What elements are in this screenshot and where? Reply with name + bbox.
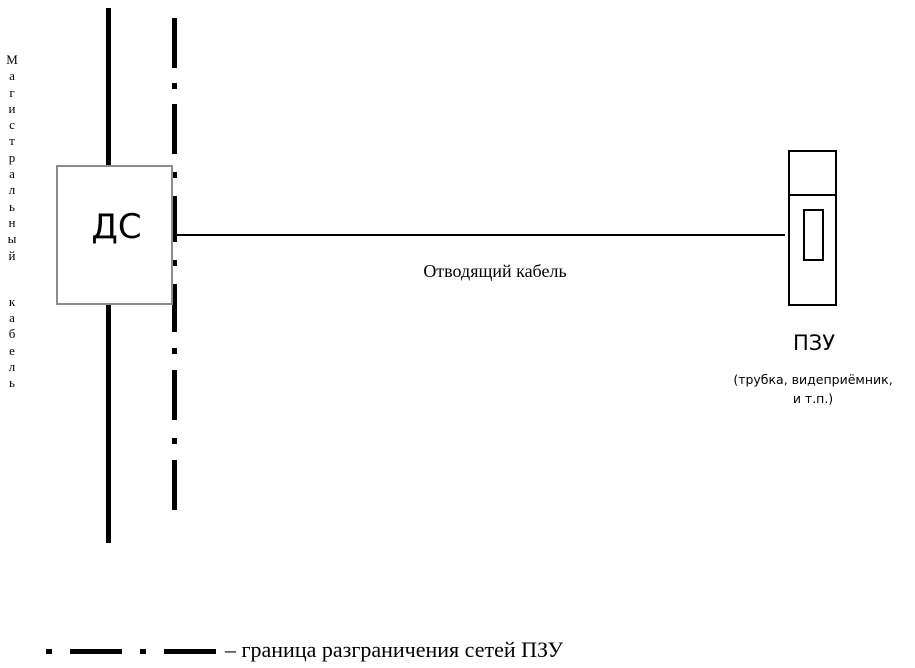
- device-note-line: и т.п.): [792, 391, 834, 406]
- boundary-dash: [172, 18, 177, 68]
- boundary-dot: [172, 348, 177, 354]
- trunk-cable-line-top: [106, 8, 111, 165]
- legend-dot: [46, 649, 52, 654]
- device-note-line: (трубка, видеприёмник,: [733, 372, 893, 387]
- boundary-dot: [172, 172, 177, 178]
- trunk-cable-letter: т: [9, 133, 15, 149]
- device-divider: [790, 194, 835, 196]
- legend-dash: [164, 649, 216, 654]
- boundary-dash: [172, 196, 177, 242]
- legend-text: – граница разграничения сетей ПЗУ: [225, 637, 564, 662]
- device-note: (трубка, видеприёмник, и т.п.): [700, 370, 915, 408]
- boundary-dash: [172, 460, 177, 510]
- device-icon: [788, 150, 837, 306]
- trunk-cable-letter: е: [9, 342, 15, 358]
- trunk-cable-letter: н: [8, 214, 16, 230]
- trunk-cable-letter: р: [8, 149, 16, 165]
- boundary-dot: [172, 438, 177, 444]
- trunk-cable-word-gap: [6, 264, 18, 294]
- boundary-dot: [172, 83, 177, 89]
- ds-label: ДС: [91, 207, 142, 247]
- boundary-dash: [172, 104, 177, 154]
- trunk-cable-letter: ь: [9, 375, 15, 391]
- legend-dash: [70, 649, 122, 654]
- trunk-cable-letter: ы: [7, 231, 17, 247]
- trunk-cable-letter: а: [9, 68, 15, 84]
- legend-boundary-symbol: [46, 649, 216, 657]
- outgoing-cable-line: [176, 234, 785, 236]
- trunk-cable-letter: а: [9, 310, 15, 326]
- boundary-dash: [172, 284, 177, 332]
- trunk-cable-letter: М: [6, 52, 18, 67]
- trunk-cable-letter: к: [8, 293, 16, 309]
- outgoing-cable-label: Отводящий кабель: [423, 261, 567, 281]
- trunk-cable-letter: б: [8, 326, 16, 342]
- trunk-cable-letter: л: [8, 359, 16, 375]
- device-screen: [803, 209, 824, 261]
- trunk-cable-letter: й: [8, 247, 16, 263]
- trunk-cable-label: М а г и с т р а л ь н ы й к а б е л ь: [6, 52, 18, 392]
- trunk-cable-letter: а: [9, 166, 15, 182]
- boundary-dash: [172, 370, 177, 420]
- trunk-cable-line-bottom: [106, 305, 111, 543]
- ds-block: ДС: [56, 165, 173, 305]
- trunk-cable-letter: ь: [9, 198, 15, 214]
- trunk-cable-letter: с: [9, 117, 15, 133]
- trunk-cable-letter: и: [8, 100, 16, 116]
- boundary-dot: [172, 260, 177, 266]
- trunk-cable-letter: л: [8, 182, 16, 198]
- legend-dot: [140, 649, 146, 654]
- device-label: ПЗУ: [792, 331, 836, 355]
- trunk-cable-letter: г: [9, 84, 15, 100]
